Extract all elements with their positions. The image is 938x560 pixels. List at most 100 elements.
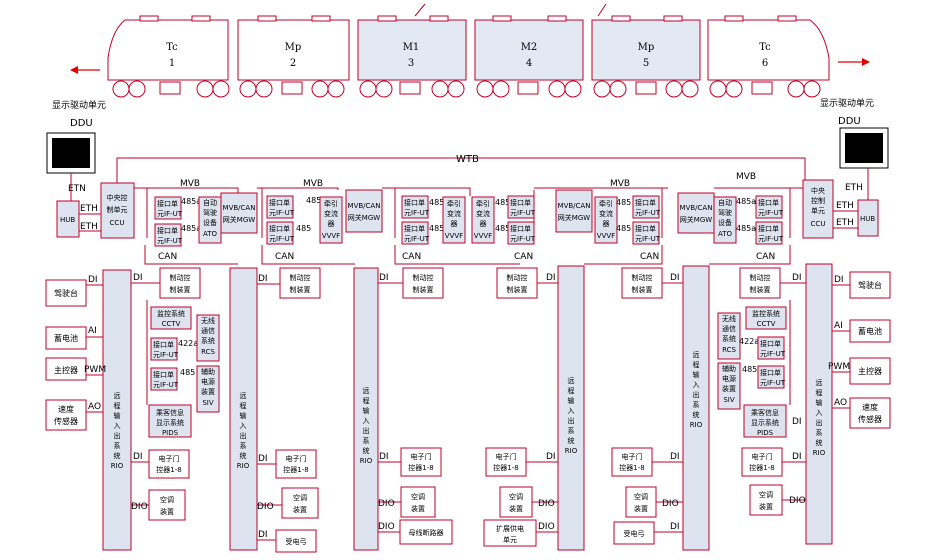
brake-3-l1: 制动控: [413, 273, 434, 282]
car-3-num: 3: [408, 58, 414, 69]
vvvf-5-l4: VVVF: [597, 232, 615, 240]
ifut-6d-l2: 元IF-UT: [760, 379, 786, 387]
display-unit-label-left: 显示驱动单元: [52, 99, 106, 111]
car-5-type: Mp: [638, 42, 655, 53]
rcs-right-l3: 系统: [722, 334, 736, 343]
ifut-box-1a: [154, 196, 182, 220]
ifut-6b-l1: 接口单: [758, 224, 779, 233]
car-5-num: 5: [643, 58, 649, 69]
ifut-1a-l1: 接口单: [157, 199, 178, 208]
ifut-box-1c: [150, 337, 178, 361]
car-6-type: Tc: [759, 42, 771, 53]
ifut-box-5a: [632, 195, 660, 219]
hub-right-label: HUB: [860, 215, 875, 223]
mgw-5-l1: MVB/CAN: [680, 204, 713, 212]
pids-left-l2: 显示系统: [156, 418, 184, 427]
bus-breaker-3-label: 母线断路器: [409, 528, 444, 537]
ext-power-4-l2: 单元: [503, 535, 517, 544]
vvvf-5-l3: 器: [603, 220, 610, 228]
svg-text:出: 出: [693, 390, 700, 399]
door-2-l2: 控器1-8: [283, 465, 308, 474]
cab-left: [45, 279, 87, 307]
ato-right-l4: ATO: [718, 230, 733, 238]
svg-text:远: 远: [693, 351, 700, 359]
di-rio1-door: DI: [133, 452, 143, 462]
bogies: [112, 80, 821, 98]
mvb-label-5: MVB: [736, 172, 756, 182]
dio-rio5-ac: DIO: [662, 499, 679, 509]
svg-text:入: 入: [693, 381, 700, 389]
mgw-5: [677, 192, 715, 234]
rio-6-label: 远 程 输 入 出 系 统 RIO: [813, 379, 826, 457]
car-1-body: [107, 19, 229, 81]
vvvf-2-l3: 器: [328, 220, 335, 228]
ifut-2a-l1: 接口单: [269, 198, 290, 207]
ifut-box-3a: [401, 195, 429, 219]
ext-power-4: [483, 519, 537, 547]
rio-1-label: 远 程 输 入 出 系 统 RIO: [111, 392, 124, 470]
di-rio6-door: DI: [792, 452, 802, 462]
ifut-3b-l1: 接口单: [404, 224, 425, 233]
b485-4b: 485: [495, 224, 510, 233]
brake-5-l2: 制装置: [632, 285, 653, 294]
brake-6: [739, 267, 781, 299]
ifut-4a-l2: 元IF-UT: [510, 209, 536, 217]
b485-3b: 485: [429, 224, 444, 233]
ac-2-l2: 装置: [293, 505, 307, 514]
ac-3-l2: 装置: [411, 504, 425, 513]
ifut-box-6b: [755, 221, 783, 245]
mgw-5-l2: 网关MGW: [680, 215, 712, 224]
cctv-right-l1: 监控系统: [752, 309, 780, 318]
door-1-l2: 控器1-8: [156, 465, 181, 474]
pids-right-l2: 显示系统: [751, 418, 779, 427]
hub-left-label: HUB: [60, 216, 75, 224]
rcs-right-l2: 通信: [722, 324, 736, 333]
brake-1: [159, 267, 201, 299]
b485a-1b: 485a: [181, 224, 201, 233]
dio-rio3-breaker: DIO: [378, 522, 395, 532]
speed-left-l1: 速度: [58, 404, 74, 414]
ifut-1c-l2: 元IF-UT: [153, 351, 179, 359]
pids-right-l3: PIDS: [757, 429, 774, 437]
car-3-body: [357, 19, 467, 81]
rcs-left-l4: RCS: [201, 348, 215, 356]
ac-5: [625, 486, 657, 518]
controller-right-label: 主控器: [858, 366, 882, 376]
ext-power-4-l1: 扩展供电: [496, 524, 524, 533]
di-rio6-brake: DI: [792, 273, 802, 283]
brake-6-l1: 制动控: [750, 273, 771, 282]
mgw-4-l2: 网关MGW: [558, 213, 590, 222]
ato-right: [713, 196, 737, 244]
ifut-6a-l1: 接口单: [758, 198, 779, 207]
door-3-l1: 电子门: [411, 452, 432, 461]
b485-2a: 485: [306, 196, 321, 205]
ac-1-l1: 空调: [160, 495, 174, 504]
rio-6: [805, 263, 833, 545]
svg-text:入: 入: [240, 422, 247, 430]
b485-5b: 485: [616, 224, 631, 233]
cab-left-label: 驾驶台: [54, 288, 78, 298]
b485-3a: 485: [429, 198, 444, 207]
battery-right-label: 蓄电池: [858, 326, 882, 336]
siv-right: [717, 362, 741, 410]
b485a-6a: 485a: [736, 197, 756, 206]
ac-6: [749, 484, 783, 516]
ifut-1d-l2: 元IF-UT: [153, 381, 179, 389]
mvb-bus-3: [382, 187, 471, 196]
svg-text:RIO: RIO: [565, 447, 578, 455]
controller-left-label: 主控器: [54, 365, 78, 375]
door-1: [148, 449, 190, 479]
can-label-3: CAN: [402, 252, 421, 262]
ac-4-l2: 装置: [509, 504, 523, 513]
car-6-body: [707, 19, 830, 81]
speed-left-l2: 传感器: [54, 416, 78, 426]
svg-text:入: 入: [363, 417, 370, 425]
brake-4-l2: 制装置: [507, 285, 528, 294]
ifut-1a-l2: 元IF-UT: [157, 210, 183, 218]
brake-5-l1: 制动控: [632, 273, 653, 282]
brake-1-l2: 制装置: [170, 285, 191, 294]
controller-right: [849, 357, 891, 385]
door-2: [275, 449, 317, 479]
ccu-left-l3: CCU: [110, 219, 125, 227]
